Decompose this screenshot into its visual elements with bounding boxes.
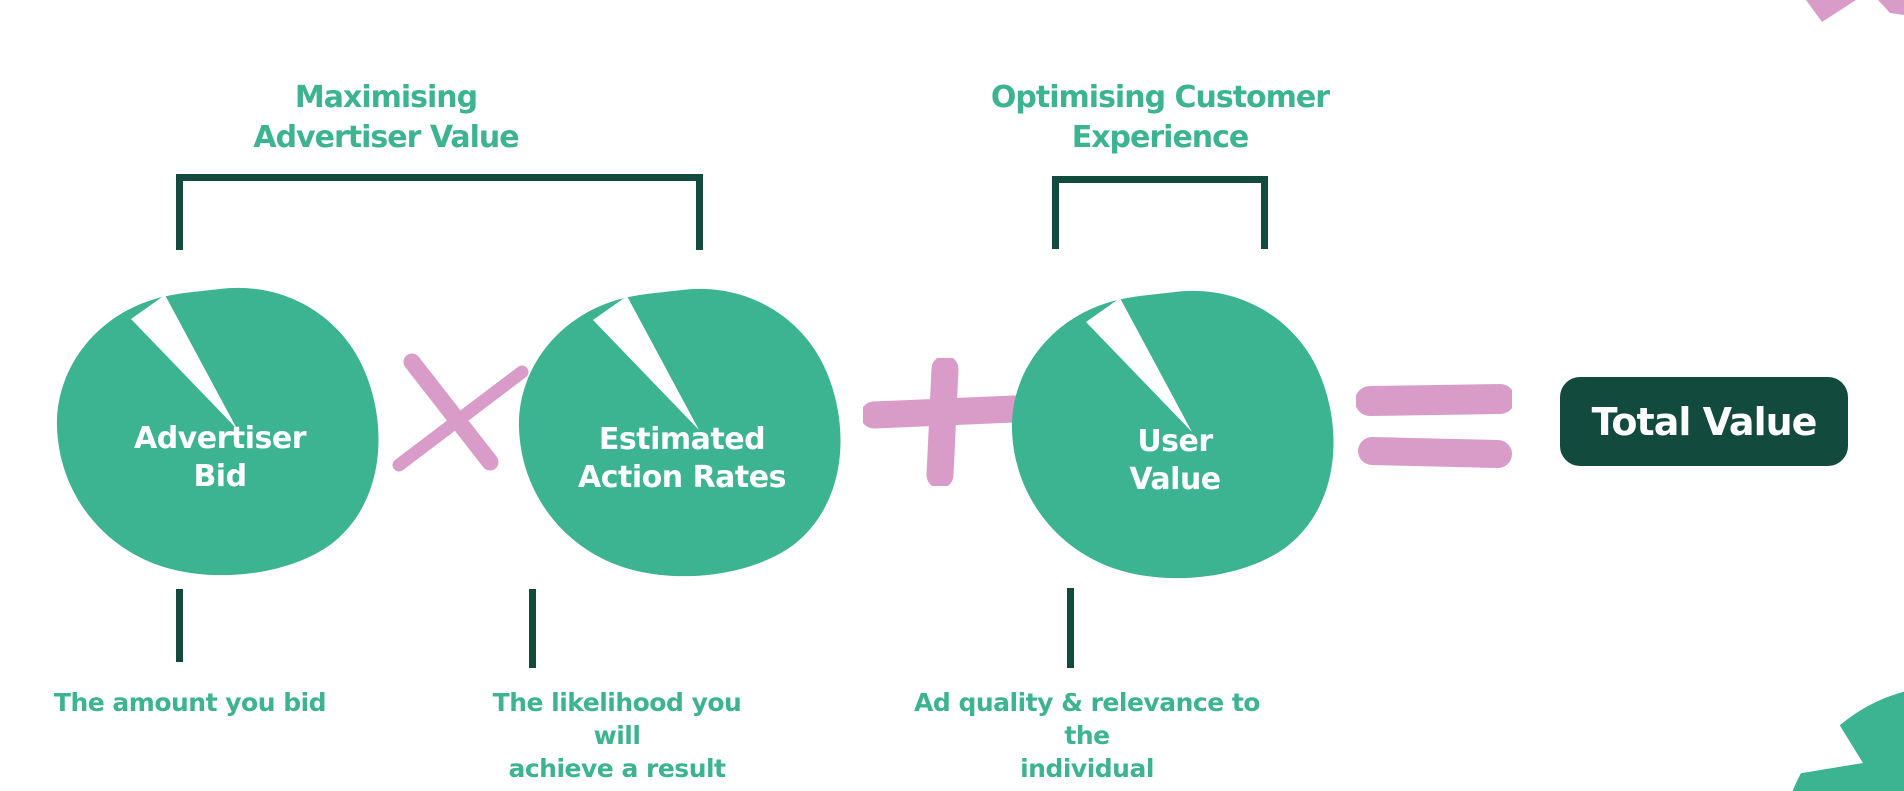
- heading-line: Experience: [1071, 120, 1250, 155]
- label-line: Bid: [193, 459, 247, 494]
- total-value-badge: Total Value: [1560, 377, 1848, 466]
- user-value-node: User Value: [1000, 280, 1350, 590]
- heading-optimising-customer-experience: Optimising Customer Experience: [910, 78, 1410, 158]
- multiply-icon: [390, 352, 530, 478]
- pink-cross-fragment-icon: [1800, 0, 1904, 66]
- label-line: Action Rates: [578, 460, 786, 495]
- caption-line: individual: [1020, 754, 1154, 783]
- total-value-text: Total Value: [1591, 399, 1818, 444]
- advertiser-bid-node: Advertiser Bid: [45, 277, 395, 587]
- caption-line: achieve a result: [508, 754, 726, 783]
- heading-line: Maximising: [294, 80, 478, 115]
- connector-line: [1067, 588, 1074, 668]
- heading-maximising-advertiser-value: Maximising Advertiser Value: [136, 78, 636, 158]
- advertiser-bid-label: Advertiser Bid: [45, 420, 395, 496]
- label-line: Advertiser: [133, 421, 307, 456]
- connector-line: [529, 589, 536, 668]
- estimated-action-rates-label: Estimated Action Rates: [507, 421, 857, 497]
- bracket-optimising-customer-experience: [1052, 176, 1268, 249]
- label-line: Estimated: [598, 422, 766, 457]
- caption-user-value: Ad quality & relevance to the individual: [907, 686, 1267, 785]
- estimated-action-rates-node: Estimated Action Rates: [507, 278, 857, 588]
- plus-icon: [860, 355, 1028, 490]
- caption-advertiser-bid: The amount you bid: [40, 686, 340, 719]
- pie-blob-icon: [518, 288, 841, 577]
- user-value-label: User Value: [1000, 423, 1350, 499]
- caption-line: The amount you bid: [53, 688, 327, 717]
- caption-estimated-action-rates: The likelihood you will achieve a result: [467, 686, 767, 785]
- green-blob-fragment-icon: [1736, 648, 1904, 791]
- bracket-maximising-advertiser-value: [176, 174, 703, 250]
- heading-line: Advertiser Value: [253, 120, 519, 155]
- caption-line: Ad quality & relevance to the: [914, 688, 1260, 750]
- pie-blob-icon: [1011, 290, 1334, 579]
- heading-line: Optimising Customer: [990, 80, 1330, 115]
- caption-line: The likelihood you will: [492, 688, 742, 750]
- label-line: User: [1137, 424, 1213, 459]
- equals-icon: [1355, 378, 1515, 482]
- pie-blob-icon: [56, 287, 379, 576]
- connector-line: [176, 589, 183, 662]
- label-line: Value: [1129, 462, 1221, 497]
